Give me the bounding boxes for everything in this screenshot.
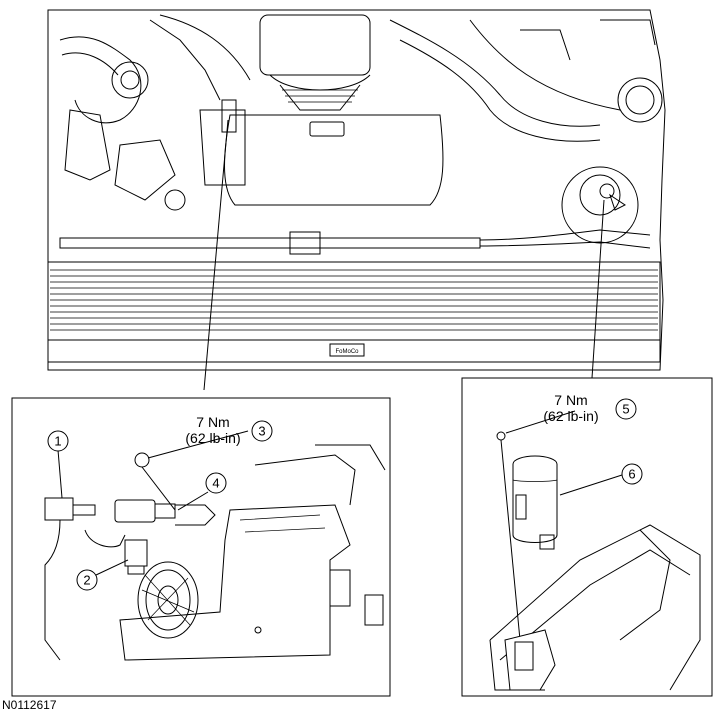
callout-2-number: 2 <box>83 573 90 588</box>
callout-1: 1 <box>47 430 69 452</box>
callout-6-number: 6 <box>628 467 635 482</box>
callout-4-number: 4 <box>212 476 219 491</box>
callout-3-number: 3 <box>258 424 265 439</box>
callout-6-leader <box>559 474 623 496</box>
leader-right-detail <box>591 199 605 379</box>
callout-1-number: 1 <box>54 434 61 449</box>
figure-id: N0112617 <box>2 698 57 712</box>
callout-3: 3 <box>251 420 273 442</box>
leader-left-detail <box>203 119 229 391</box>
right-detail-view <box>461 377 713 697</box>
callout-5-number: 5 <box>622 402 629 417</box>
callout-1-leader <box>57 449 63 499</box>
callout-5-leader <box>505 410 576 434</box>
callout-3-leader <box>147 430 249 459</box>
fomoco-stamp: FoMoCo <box>335 349 359 355</box>
torque-spec-5-lbin: (62 lb-in) <box>543 408 598 424</box>
left-detail-view <box>11 397 391 697</box>
torque-spec-5-nm: 7 Nm <box>554 392 587 408</box>
torque-spec-3-nm: 7 Nm <box>196 414 229 430</box>
callout-6: 6 <box>621 463 643 485</box>
callout-4-leader <box>177 491 209 511</box>
callout-5: 5 <box>615 398 637 420</box>
torque-spec-3-lbin: (62 lb-in) <box>185 430 240 446</box>
callout-4: 4 <box>205 472 227 494</box>
callout-2-leader <box>95 559 129 576</box>
callout-2: 2 <box>76 569 98 591</box>
engine-bay-overview: FoMoCo <box>47 9 666 391</box>
